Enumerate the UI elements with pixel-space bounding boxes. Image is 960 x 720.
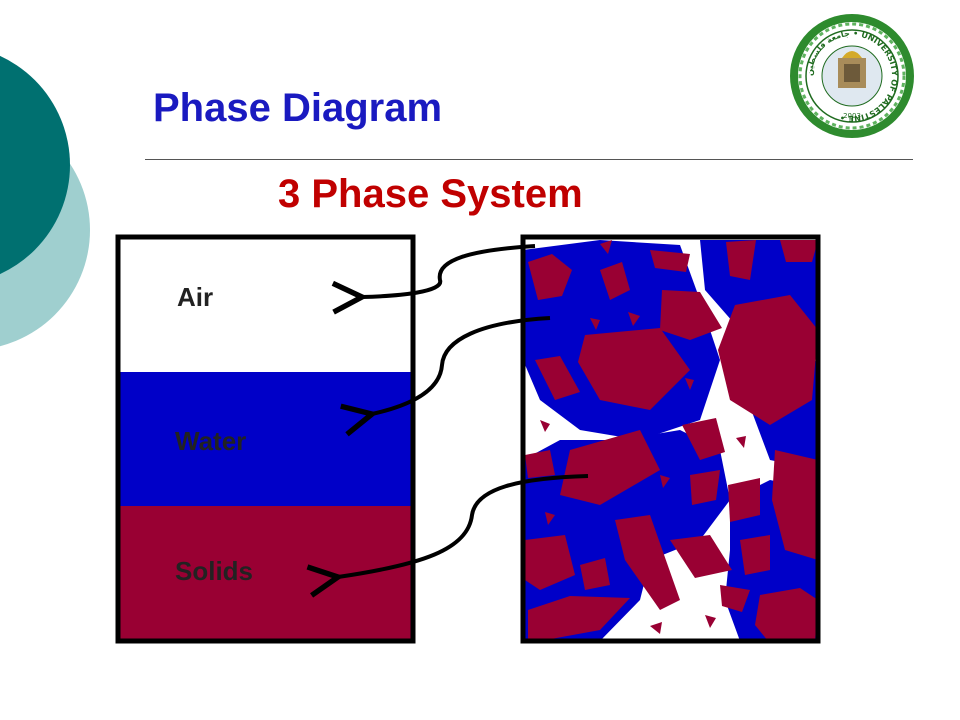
teal-dark-circle bbox=[0, 55, 70, 275]
soil-grain bbox=[728, 478, 760, 522]
slide-title: Phase Diagram bbox=[153, 86, 443, 130]
soil-grain bbox=[736, 436, 746, 448]
soil-grain bbox=[528, 596, 630, 641]
soil-grain bbox=[525, 450, 555, 478]
logo-year: 2003 bbox=[843, 112, 861, 120]
logo-wreath-inner bbox=[798, 22, 906, 130]
soil-grain bbox=[590, 318, 600, 330]
soil-grain bbox=[535, 356, 580, 400]
water-arrow bbox=[372, 316, 551, 414]
soil-grain bbox=[650, 622, 662, 634]
logo-dome-icon bbox=[842, 51, 862, 58]
soil-grain bbox=[600, 240, 612, 254]
soil-grain bbox=[528, 254, 572, 300]
soil-grain bbox=[578, 328, 690, 410]
title-divider bbox=[145, 159, 913, 160]
soil-grain bbox=[720, 585, 750, 612]
soil-sample bbox=[523, 237, 818, 641]
air-arrow bbox=[362, 244, 536, 297]
soil-grain bbox=[755, 588, 818, 641]
soil-grain bbox=[690, 470, 720, 505]
soil-grain bbox=[660, 475, 670, 488]
soil-sample-border bbox=[520, 234, 821, 644]
soil-grain bbox=[718, 295, 818, 425]
soil-grain bbox=[726, 240, 756, 280]
soil-grain bbox=[682, 418, 725, 460]
soil-grain bbox=[580, 558, 610, 590]
soil-grain bbox=[525, 535, 575, 590]
air-label: Air bbox=[177, 282, 214, 312]
soil-grain bbox=[660, 290, 722, 340]
solids-label: Solids bbox=[175, 556, 254, 586]
air-phase-block bbox=[118, 237, 413, 372]
soil-grains bbox=[525, 240, 818, 641]
phase-column bbox=[115, 234, 416, 644]
slide-subtitle: 3 Phase System bbox=[278, 172, 583, 216]
soil-grain bbox=[685, 378, 694, 390]
soil-grain bbox=[650, 250, 690, 272]
soil-grain bbox=[600, 262, 630, 300]
water-phase-block bbox=[118, 372, 413, 506]
water-label: Water bbox=[175, 426, 247, 456]
soil-grain bbox=[705, 615, 716, 628]
soil-grain bbox=[740, 535, 770, 575]
logo-building-window bbox=[844, 64, 860, 82]
soil-grain bbox=[780, 240, 818, 262]
soil-grain bbox=[615, 515, 680, 610]
university-logo: جامعة فلسطين • UNIVERSITY OF PALESTINE •… bbox=[790, 14, 914, 138]
soil-grain bbox=[560, 430, 660, 505]
soil-grain bbox=[772, 450, 818, 560]
decorative-circles bbox=[0, 55, 90, 347]
phase-column-border bbox=[115, 234, 416, 644]
soil-grain bbox=[540, 420, 550, 432]
soil-grain bbox=[545, 512, 555, 525]
soil-grain bbox=[670, 535, 732, 578]
soil-grain bbox=[628, 312, 640, 326]
solids-arrow bbox=[338, 474, 589, 577]
